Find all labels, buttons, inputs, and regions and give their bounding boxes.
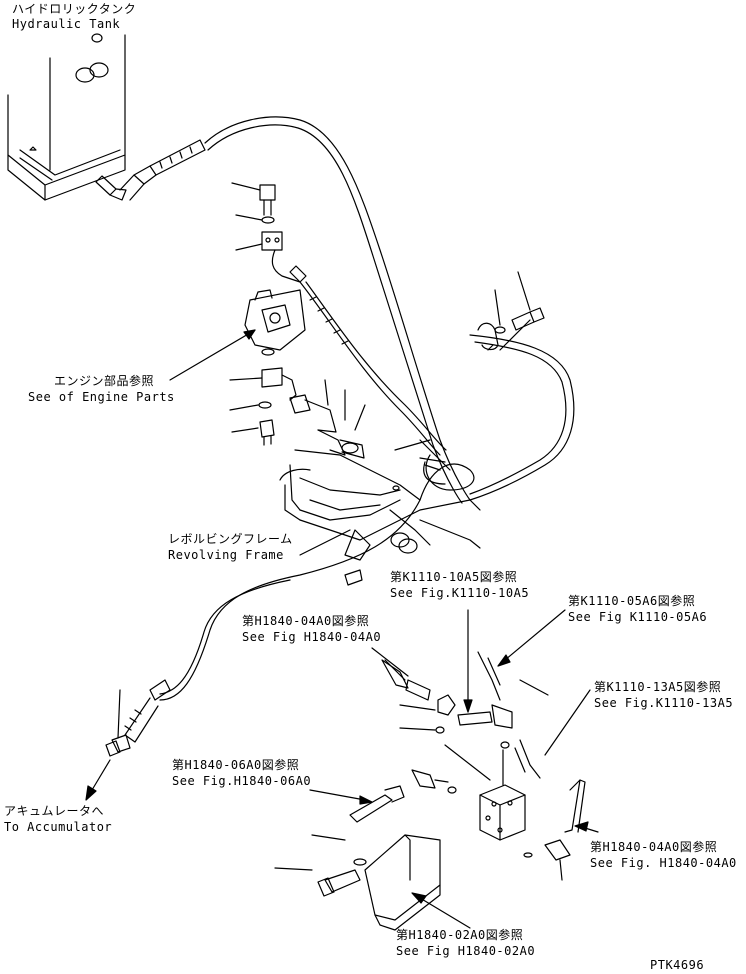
valve-block [444, 744, 526, 841]
label-revolving-frame-en: Revolving Frame [168, 548, 284, 562]
bolt-stack-upper [231, 182, 283, 251]
return-hose [469, 334, 575, 501]
label-k1110-10a5-jp: 第K1110-10A5図参照 [390, 570, 518, 584]
label-h1840-04a0-top-en: See Fig H1840-04A0 [242, 630, 382, 644]
label-h1840-04a0-top-jp: 第H1840-04A0図参照 [242, 614, 370, 628]
label-hydraulic-tank-jp: ハイドロリックタンク [12, 2, 137, 16]
label-h1840-06a0-en: See Fig.H1840-06A0 [172, 774, 312, 788]
label-k1110-13a5-en: See Fig.K1110-13A5 [594, 696, 734, 710]
label-engine-parts-en: See of Engine Parts [28, 390, 175, 404]
label-engine-parts-jp: エンジン部品参照 [54, 374, 155, 388]
label-h1840-06a0-jp: 第H1840-06A0図参照 [172, 758, 300, 772]
label-k1110-13a5-jp: 第K1110-13A5図参照 [594, 680, 722, 694]
center-fittings [289, 379, 366, 459]
suction-hose [204, 116, 471, 501]
label-k1110-10a5-en: See Fig.K1110-10A5 [390, 586, 530, 600]
drawing-code: PTK4696 [650, 958, 705, 972]
bolt-stack-lower [229, 367, 297, 446]
label-h1840-04a0-bot-jp: 第H1840-04A0図参照 [590, 840, 718, 854]
label-k1110-05a6-jp: 第K1110-05A6図参照 [568, 594, 696, 608]
valve-fittings [349, 651, 586, 881]
label-accumulator-jp: アキュムレータへ [4, 804, 105, 818]
label-revolving-frame-jp: レボルビングフレーム [168, 532, 293, 546]
mounting-bracket [274, 834, 441, 931]
engine-pump [244, 289, 306, 356]
label-h1840-02a0-en: See Fig H1840-02A0 [396, 944, 536, 958]
label-k1110-05a6-en: See Fig K1110-05A6 [568, 610, 708, 624]
accumulator-hose [159, 454, 475, 701]
label-hydraulic-tank-en: Hydraulic Tank [12, 17, 121, 31]
revolving-frame [279, 449, 481, 561]
accumulator-arrow [91, 759, 111, 791]
label-h1840-02a0-jp: 第H1840-02A0図参照 [396, 928, 524, 942]
hydraulic-tank [7, 33, 126, 201]
label-accumulator-en: To Accumulator [4, 820, 113, 834]
tank-outlet-fitting [95, 139, 206, 201]
label-h1840-04a0-bot-en: See Fig. H1840-04A0 [590, 856, 737, 870]
engine-hose [271, 249, 441, 456]
hose-clamp-upper-right [477, 271, 545, 351]
